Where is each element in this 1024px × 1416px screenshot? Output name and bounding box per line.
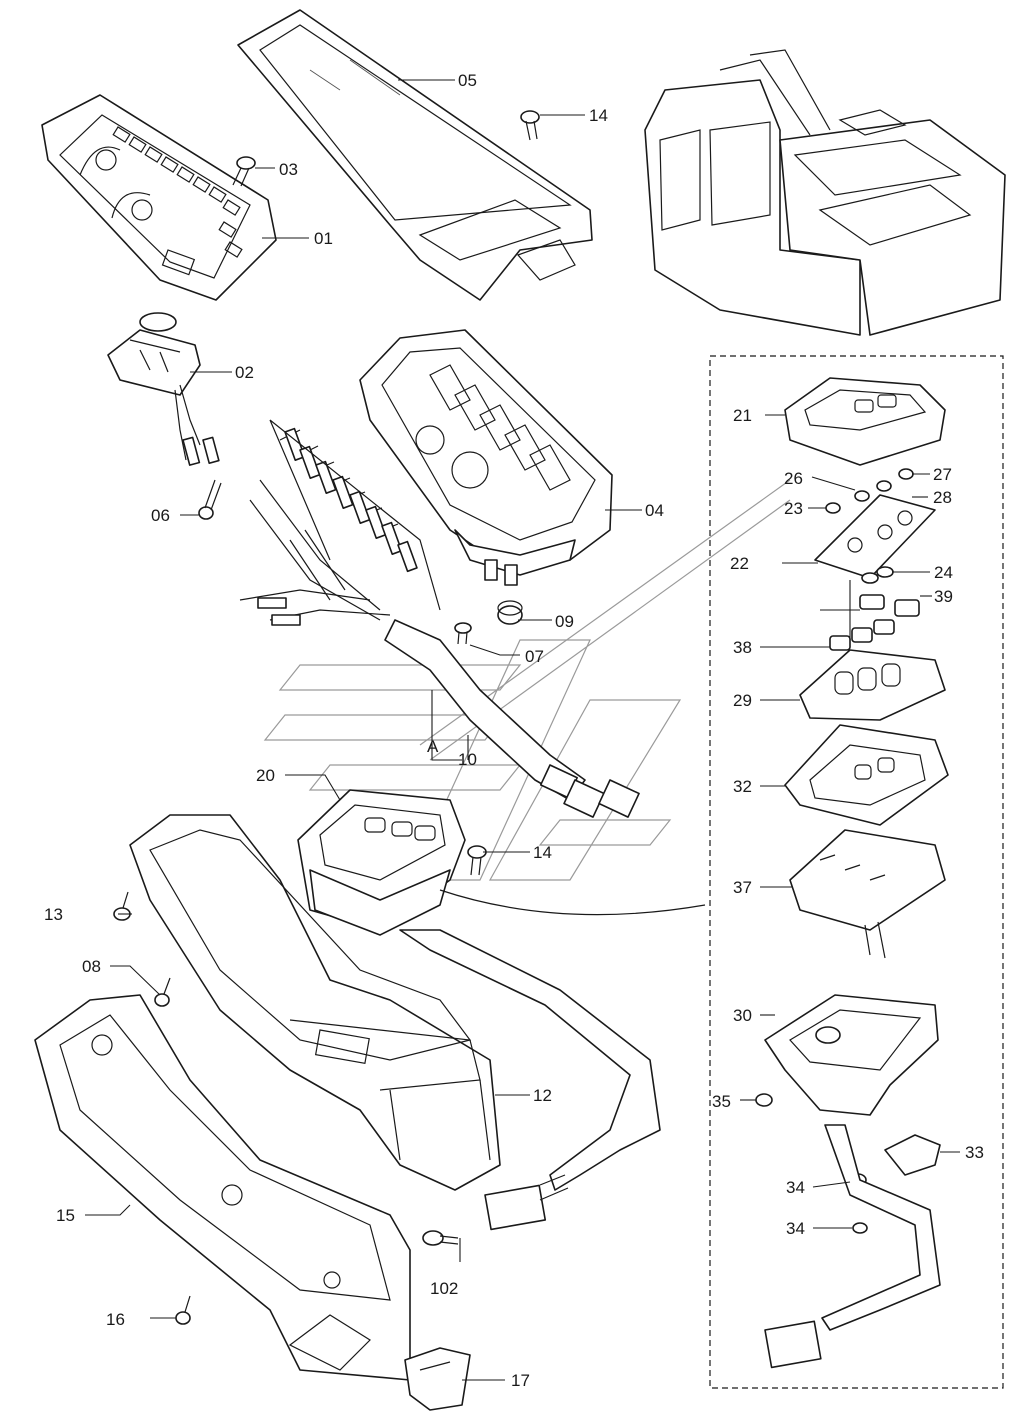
screw-13	[113, 891, 131, 921]
side-cover-15	[34, 994, 411, 1381]
cap-17	[404, 1347, 471, 1411]
callout-32: 33	[965, 1143, 984, 1162]
caps-23-39-38	[829, 566, 920, 651]
callout-39: 39	[934, 587, 953, 606]
callout-04: 04	[645, 501, 664, 520]
detail-frame	[709, 355, 1004, 1389]
detail-harness	[764, 1124, 941, 1369]
switch-box-29	[764, 994, 939, 1116]
screw-14-mid	[467, 845, 487, 876]
callout-14-top: 14	[589, 106, 608, 125]
callout-23: 24	[934, 563, 953, 582]
screw-06	[198, 479, 222, 520]
callout-07: 07	[525, 647, 544, 666]
screw-14-top	[520, 110, 540, 141]
callout-37: 37	[733, 878, 752, 897]
callout-02: 02	[235, 363, 254, 382]
screw-16	[175, 1295, 191, 1325]
switch-block-02	[107, 312, 220, 466]
callout-25: 26	[784, 469, 803, 488]
screws-34-35	[755, 1093, 868, 1234]
callout-08: 08	[82, 957, 101, 976]
callout-10: 10	[458, 750, 477, 769]
switch-housing-30	[784, 724, 949, 826]
callout-16: 16	[106, 1310, 125, 1329]
screw-07	[454, 622, 472, 645]
monitor-case-04	[359, 329, 613, 586]
callout-29: 30	[733, 1006, 752, 1025]
callout-33: 34	[786, 1178, 805, 1197]
excavator-overview	[644, 49, 1006, 336]
leader-lines	[85, 79, 960, 1381]
callout-12: 12	[533, 1086, 552, 1105]
callout-24: 23	[784, 499, 803, 518]
circuit-board-22	[814, 494, 936, 579]
switch-cover-21	[784, 377, 946, 466]
screw-102	[422, 1230, 459, 1246]
callout-30: 32	[733, 777, 752, 796]
callout-01: 01	[314, 229, 333, 248]
callout-22: 22	[730, 554, 749, 573]
callout-17: 17	[511, 1371, 530, 1390]
callout-labels: 05 03 01 14 02 06 04 09 07 A 10 20 14 13…	[44, 71, 984, 1390]
lower-harness	[399, 929, 661, 1231]
knobs-24-27	[825, 468, 914, 514]
monitor-cover-05	[237, 9, 593, 301]
callout-20: 20	[256, 766, 275, 785]
callout-A: A	[427, 737, 439, 756]
clamp-32-33	[849, 1134, 941, 1187]
rubber-sheet-28	[799, 649, 946, 721]
callout-05: 05	[458, 71, 477, 90]
callout-27: 27	[933, 465, 952, 484]
monitor-panel-01	[41, 94, 277, 301]
screw-03	[232, 156, 256, 187]
callout-35: 35	[712, 1092, 731, 1111]
callout-21: 21	[733, 406, 752, 425]
switch-board-37	[789, 829, 946, 959]
grommet-09	[497, 600, 523, 625]
callout-15: 15	[56, 1206, 75, 1225]
callout-14-mid: 14	[533, 843, 552, 862]
callout-09: 09	[555, 612, 574, 631]
callout-26: 28	[933, 488, 952, 507]
callout-38: 38	[733, 638, 752, 657]
screw-08	[154, 977, 171, 1007]
callout-102: 102	[430, 1279, 458, 1298]
bracket-12	[129, 814, 501, 1191]
callout-13: 13	[44, 905, 63, 924]
switch-panel-20	[297, 789, 706, 936]
callout-28: 29	[733, 691, 752, 710]
harness-10	[239, 419, 640, 818]
callout-06: 06	[151, 506, 170, 525]
callout-03: 03	[279, 160, 298, 179]
callout-34: 34	[786, 1219, 805, 1238]
